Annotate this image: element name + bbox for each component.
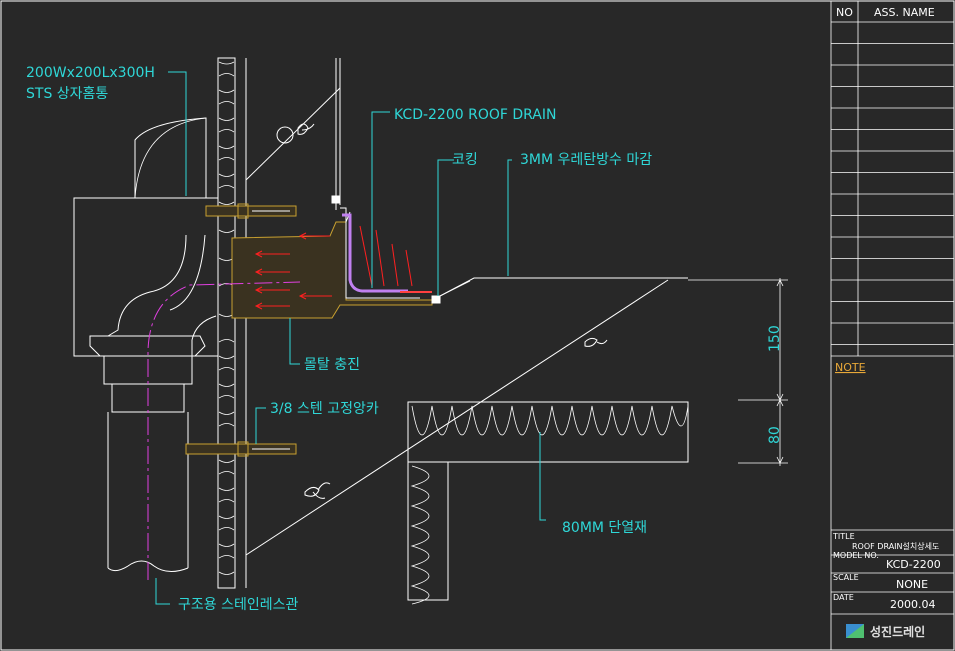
label-box: 200Wx200Lx300H — [26, 65, 155, 81]
date-label: DATE — [833, 593, 854, 602]
flow-arrows — [254, 225, 413, 310]
outlet-flange — [89, 335, 206, 357]
label-anchor: 3/8 스텐 고정앙카 — [270, 401, 379, 417]
box-hood — [134, 117, 207, 198]
date-value: 2000.04 — [890, 598, 936, 611]
roof-finish-line — [439, 277, 688, 297]
drain-detail-drawing — [73, 57, 788, 605]
label-finish: 3MM 우레탄방수 마감 — [520, 152, 652, 168]
title-value: ROOF DRAIN설치상세도 — [852, 541, 939, 551]
title-block-name-header: ASS. NAME — [874, 6, 935, 19]
dimension-lines — [688, 278, 788, 466]
dim-lower: 80 — [767, 426, 783, 444]
model-label: MODEL NO. — [833, 551, 879, 560]
label-pipe: 구조용 스테인레스관 — [178, 597, 298, 613]
label-caulk: 코킹 — [452, 152, 478, 168]
anchor-upper — [205, 203, 297, 219]
pipe-centerline — [147, 281, 301, 580]
drain-body — [231, 221, 433, 319]
title-block — [830, 0, 955, 651]
scale-value: NONE — [896, 578, 928, 591]
model-value: KCD-2200 — [886, 558, 941, 571]
break-symbol-upper — [276, 123, 315, 144]
label-box-sub: STS 상자홈통 — [26, 86, 108, 102]
title-block-no-header: NO — [836, 6, 853, 19]
title-label: TITLE — [832, 532, 855, 541]
dim-upper: 150 — [767, 325, 783, 352]
concrete-wall — [217, 57, 236, 589]
note-label: NOTE — [835, 361, 866, 374]
break-symbol-lower — [304, 482, 331, 499]
break-symbol-middle — [584, 337, 608, 347]
anchor-lower — [185, 441, 297, 457]
label-insulation: 80MM 단열재 — [562, 520, 647, 536]
scale-label: SCALE — [833, 573, 859, 582]
leader-lines — [155, 71, 546, 605]
label-mortar: 몰탈 충진 — [304, 357, 360, 373]
insulation-block — [407, 401, 689, 463]
label-drain: KCD-2200 ROOF DRAIN — [394, 107, 557, 123]
company-name: 성진드레인 — [870, 624, 925, 639]
sts-box — [73, 197, 219, 357]
company-logo — [846, 624, 864, 638]
